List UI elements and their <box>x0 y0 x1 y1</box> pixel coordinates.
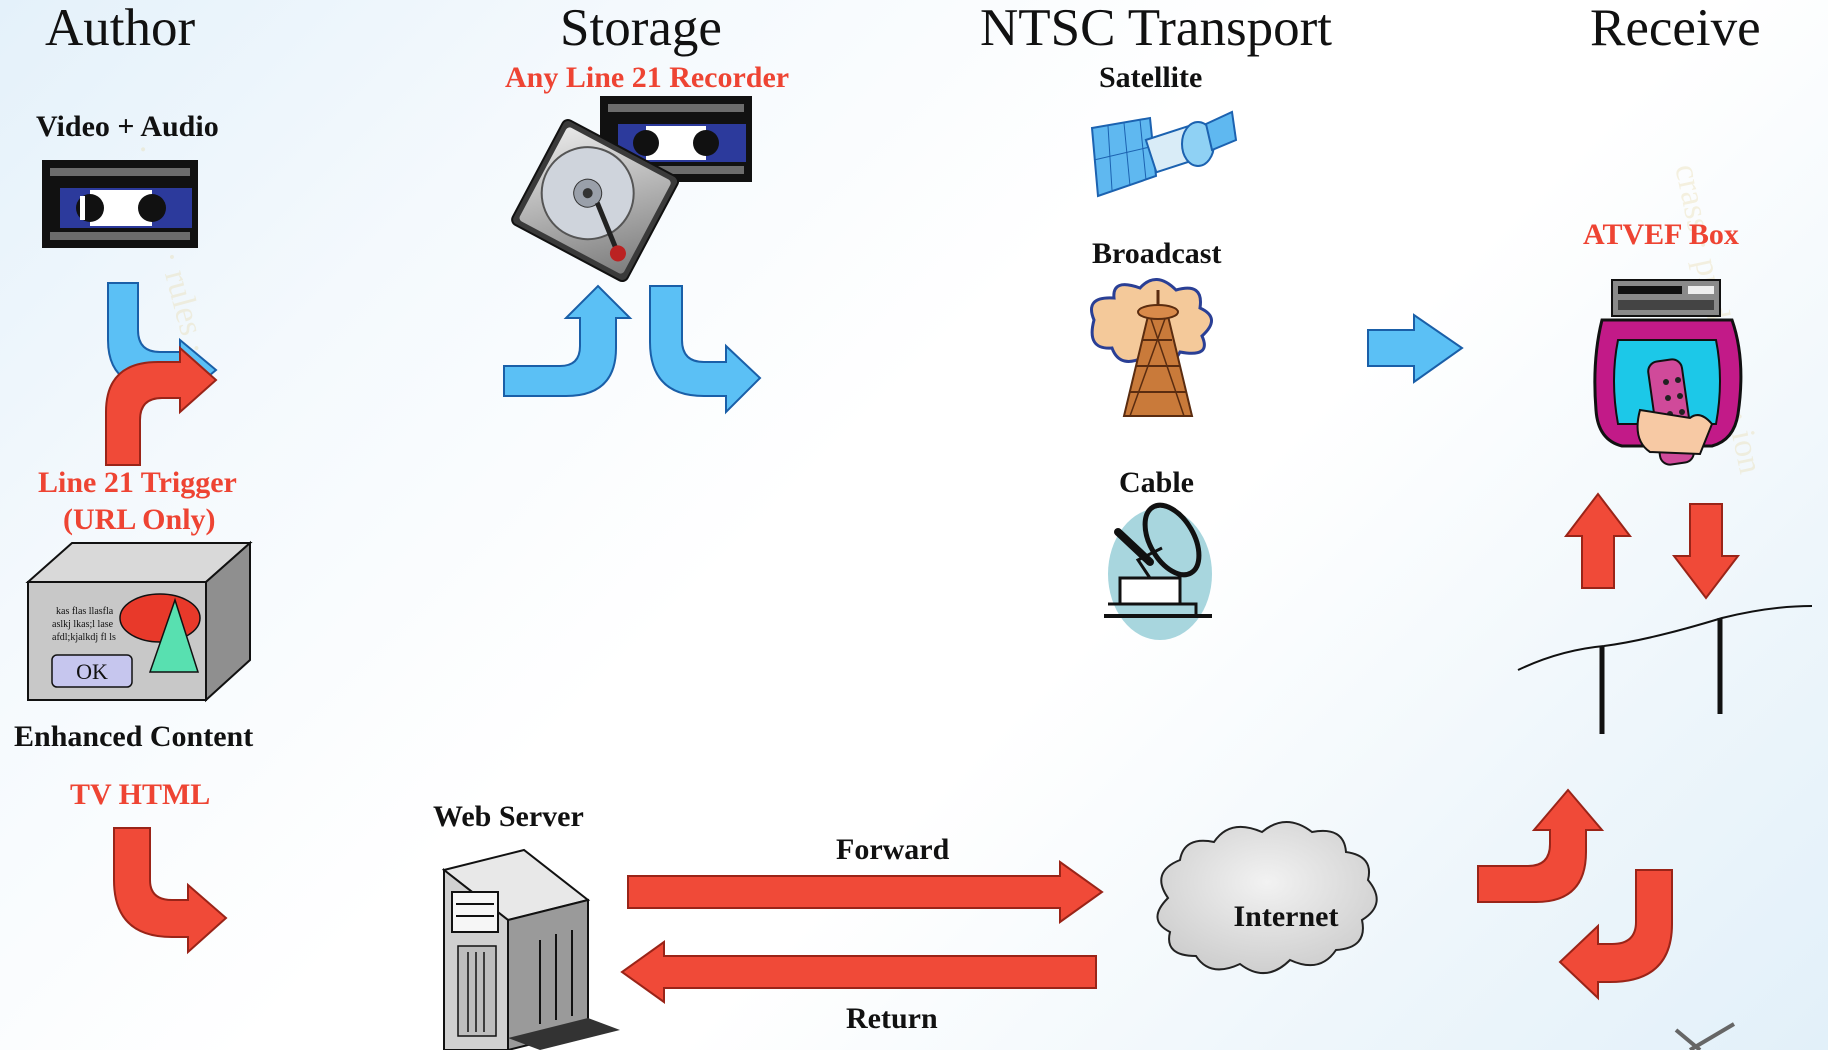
content-box-text-1: kas flas llasfla <box>56 606 114 617</box>
ok-button <box>51 654 133 688</box>
broadcast-tower-icon <box>1090 278 1213 417</box>
blue-arrow-storage-down <box>649 285 762 415</box>
red-arrow-tv-html <box>113 827 228 955</box>
forward-arrow <box>627 860 1104 924</box>
cable-icon <box>1104 502 1212 640</box>
blue-arrow-transport <box>1367 313 1464 384</box>
label-line21-trigger: Line 21 Trigger <box>38 466 237 499</box>
blue-arrow-storage-up <box>503 284 633 397</box>
header-receive: Receive <box>1590 0 1761 57</box>
internet-label: Internet <box>1234 900 1339 933</box>
atvef-box-icon <box>1593 279 1743 466</box>
label-return: Return <box>846 1002 938 1035</box>
label-url-only: (URL Only) <box>63 503 216 536</box>
content-box-text-2: aslkj lkas;l lase <box>52 619 114 630</box>
ok-button-label: OK <box>76 659 108 684</box>
red-arrow-author <box>105 345 218 466</box>
internet-cloud-icon <box>1156 821 1378 974</box>
corner-x-mark <box>1674 1022 1736 1050</box>
label-video-audio: Video + Audio <box>36 110 219 143</box>
header-author: Author <box>45 0 196 57</box>
label-tv-html: TV HTML <box>70 778 211 811</box>
hard-disk-icon <box>511 119 680 283</box>
label-web-server: Web Server <box>433 800 584 833</box>
satellite-icon <box>1090 110 1238 198</box>
red-arrow-receive-bottom-down <box>1558 869 1673 1001</box>
label-atvef-box: ATVEF Box <box>1583 218 1739 251</box>
red-arrow-receive-down <box>1671 503 1741 600</box>
content-box-text-3: afdl;kjalkdj fl ls <box>52 632 116 643</box>
label-forward: Forward <box>836 833 950 866</box>
red-arrow-receive-up <box>1563 492 1633 589</box>
label-cable: Cable <box>1119 466 1194 499</box>
label-broadcast: Broadcast <box>1092 237 1222 270</box>
header-storage: Storage <box>560 0 722 57</box>
red-arrow-receive-bottom-up <box>1477 788 1605 903</box>
vhs-tape-icon <box>42 160 198 248</box>
header-ntsc-transport: NTSC Transport <box>980 0 1332 57</box>
enhanced-content-box-icon: kas flas llasfla aslkj lkas;l lase afdl;… <box>25 540 253 703</box>
label-satellite: Satellite <box>1099 61 1203 94</box>
label-any-line21-recorder: Any Line 21 Recorder <box>505 61 790 94</box>
web-server-icon <box>441 848 620 1050</box>
phone-line-icon <box>1517 605 1813 734</box>
return-arrow <box>620 940 1097 1004</box>
label-enhanced-content: Enhanced Content <box>14 720 254 753</box>
